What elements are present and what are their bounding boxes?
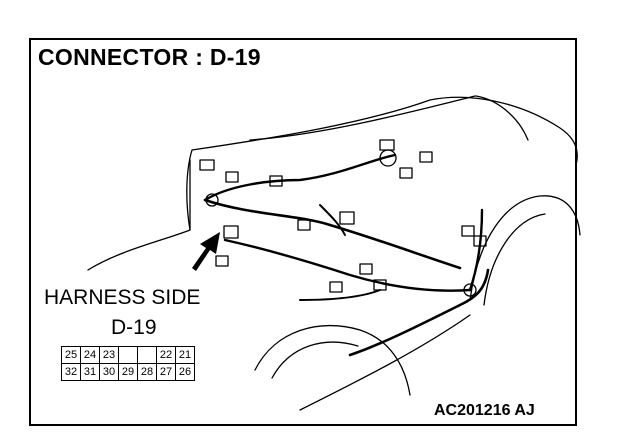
pin-cell: 23 (99, 346, 119, 364)
figure-id-label: AC201216 AJ (434, 402, 535, 419)
connector-title: CONNECTOR : D-19 (38, 44, 261, 70)
harness-lower (223, 238, 472, 292)
connector-pin-layout: 25 24 23 22 21 32 31 30 29 28 27 26 (61, 346, 195, 381)
pin-cell: 25 (61, 346, 81, 364)
harness-side-label: HARNESS SIDE (44, 286, 201, 309)
harness-rear (468, 208, 484, 292)
pin-cell: 29 (118, 363, 138, 381)
fender-edge (475, 95, 529, 141)
pin-cell: 24 (80, 346, 100, 364)
rear-wheel-inner (483, 213, 546, 306)
pin-cell: 32 (61, 363, 81, 381)
harness-connector-code: D-19 (111, 316, 157, 339)
lower-sill (299, 314, 471, 411)
pin-cell: 28 (137, 363, 157, 381)
pin-cell-empty (118, 346, 138, 364)
hood-line (249, 95, 476, 141)
connector-bottom-row: 32 31 30 29 28 27 26 (61, 363, 195, 381)
front-wheel-inner (271, 341, 359, 379)
pin-cell: 27 (156, 363, 176, 381)
pin-cell: 30 (99, 363, 119, 381)
harness-branch2 (299, 289, 381, 301)
pin-cell-empty (137, 346, 157, 364)
pin-cell: 21 (175, 346, 195, 364)
harness-branch (319, 204, 346, 236)
harness-main (203, 198, 462, 270)
pin-cell: 31 (80, 363, 100, 381)
rear-wheel-arch (469, 195, 581, 301)
front-wheel-arch (254, 324, 411, 396)
pin-cell: 22 (156, 346, 176, 364)
body-outline (87, 96, 578, 271)
diagram-frame (29, 38, 577, 426)
pin-cell: 26 (175, 363, 195, 381)
connector-top-row: 25 24 23 22 21 (61, 346, 195, 364)
harness-front (348, 268, 490, 357)
pointer-arrow (192, 232, 220, 271)
harness-upper (203, 153, 397, 202)
